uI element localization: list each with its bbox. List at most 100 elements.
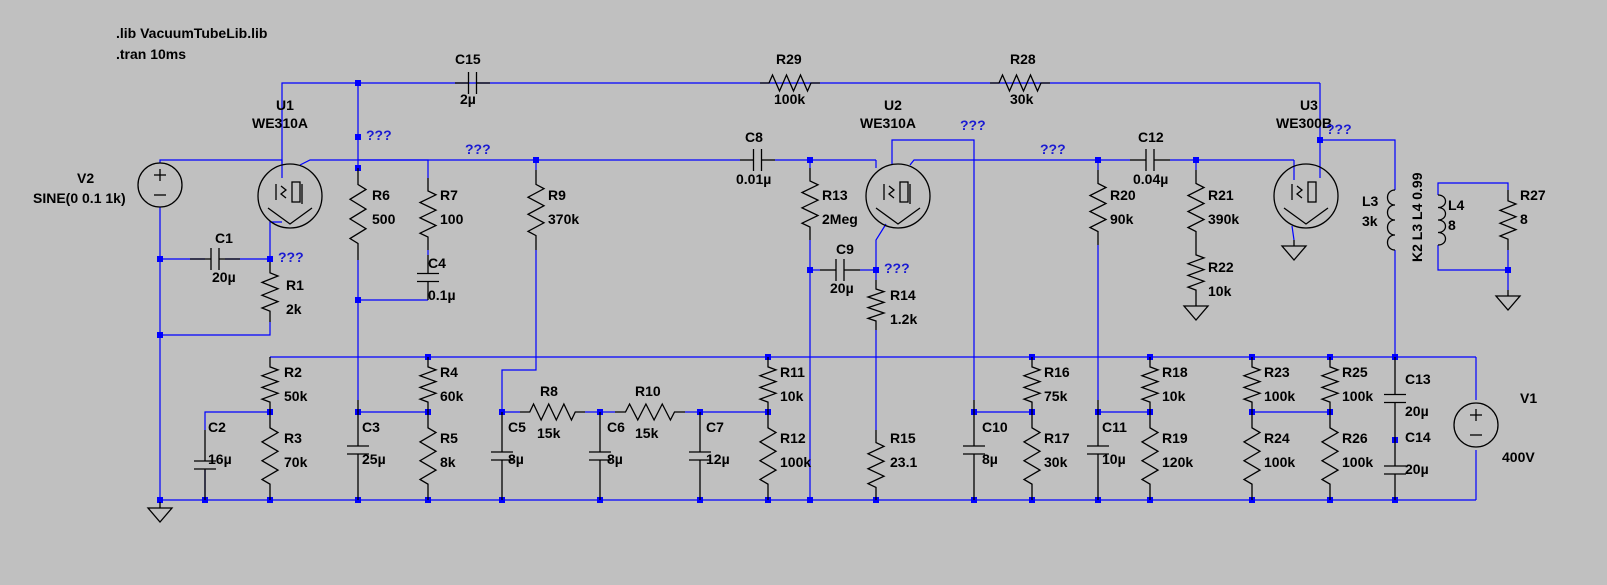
source-designator: V2 (77, 170, 94, 186)
resistor-designator: R28 (1010, 51, 1036, 67)
wires (157, 80, 1511, 503)
resistor-designator: R24 (1264, 430, 1290, 446)
resistor-value: 100k (780, 454, 811, 470)
net-label: ??? (366, 127, 392, 143)
spice-directive: .tran 10ms (116, 46, 186, 62)
resistor-value: 2Meg (822, 211, 858, 227)
capacitor-value: 25µ (362, 451, 386, 467)
source-value: SINE(0 0.1 1k) (33, 190, 126, 206)
resistor-designator: R10 (635, 383, 661, 399)
tube-plate (899, 181, 909, 203)
resistor-body (865, 280, 887, 330)
capacitor-value: 10µ (1102, 451, 1126, 467)
resistor-r29: R29 100k (760, 51, 820, 107)
resistor-r2: R2 50k (260, 357, 308, 412)
source-value: 400V (1502, 449, 1535, 465)
resistor-designator: R17 (1044, 430, 1070, 446)
capacitor-designator: C15 (455, 51, 481, 67)
resistor-designator: R12 (780, 430, 806, 446)
capacitor-designator: C13 (1405, 371, 1431, 387)
resistor-body (990, 73, 1050, 93)
resistor-body (1088, 170, 1108, 245)
resistor-value: 100k (774, 91, 805, 107)
spice-directive: .lib VacuumTubeLib.lib (116, 25, 267, 41)
capacitor-value: 20µ (830, 280, 854, 296)
resistor-value: 60k (440, 388, 464, 404)
capacitor-designator: C4 (428, 255, 446, 271)
resistor-value: 500 (372, 211, 396, 227)
resistor-designator: R22 (1208, 259, 1234, 275)
resistor-value: 390k (1208, 211, 1239, 227)
junction-dot (355, 297, 361, 303)
resistor-value: 10k (780, 388, 804, 404)
resistor-designator: R29 (776, 51, 802, 67)
resistor-body (758, 412, 778, 500)
resistor-value: 50k (284, 388, 308, 404)
resistor-body (1498, 190, 1518, 250)
capacitor-designator: C11 (1102, 419, 1127, 435)
wire (875, 223, 887, 270)
inductor-coil (1437, 194, 1447, 246)
capacitor-designator: C3 (362, 419, 380, 435)
resistor-designator: R26 (1342, 430, 1368, 446)
resistor-designator: R2 (284, 364, 302, 380)
net-label: ??? (960, 117, 986, 133)
resistor-designator: R13 (822, 187, 848, 203)
resistor-value: 1.2k (890, 311, 917, 327)
tube-model: WE310A (860, 115, 916, 131)
resistor-value: 15k (635, 425, 659, 441)
resistor-value: 100 (440, 211, 464, 227)
source-body (1453, 402, 1499, 448)
resistor-designator: R19 (1162, 430, 1188, 446)
capacitor-value: 20µ (1405, 461, 1429, 477)
ground-icon (1182, 300, 1210, 321)
resistor-body (800, 168, 820, 240)
capacitor-designator: C10 (982, 419, 1008, 435)
resistor-value: 30k (1010, 91, 1034, 107)
capacitor-designator: C6 (607, 419, 625, 435)
resistor-r10: R10 15k (615, 383, 685, 441)
tube-plate (291, 181, 301, 203)
resistor-r14: R14 1.2k (865, 280, 917, 330)
wire (358, 159, 429, 178)
capacitor-designator: C1 (215, 230, 233, 246)
tube-grid (1295, 185, 1304, 199)
tube-envelope (865, 163, 931, 229)
net-label: ??? (1326, 121, 1352, 137)
capacitor-value: 2µ (460, 91, 476, 107)
tube-cathode (875, 207, 921, 225)
source-designator: V1 (1520, 390, 1537, 406)
resistor-value: 100k (1342, 388, 1373, 404)
resistor-designator: R7 (440, 187, 458, 203)
net-label: ??? (278, 249, 304, 265)
resistor-designator: R8 (540, 383, 558, 399)
resistor-value: 10k (1208, 283, 1232, 299)
inductor-coil (1386, 189, 1396, 251)
resistor-body (1242, 412, 1262, 500)
resistor-value: 370k (548, 211, 579, 227)
tube-grid (279, 185, 288, 199)
resistor-designator: R5 (440, 430, 458, 446)
inductor-value: 8 (1448, 217, 1456, 233)
resistor-value: 90k (1110, 211, 1134, 227)
resistor-body (520, 402, 585, 422)
tube-cathode (267, 207, 313, 225)
resistor-body (760, 73, 820, 93)
tube-envelope (257, 163, 323, 229)
resistor-designator: R14 (890, 287, 916, 303)
ground-icon (1494, 290, 1522, 311)
wire (204, 411, 270, 430)
inductor-designator: L3 (1362, 193, 1379, 209)
